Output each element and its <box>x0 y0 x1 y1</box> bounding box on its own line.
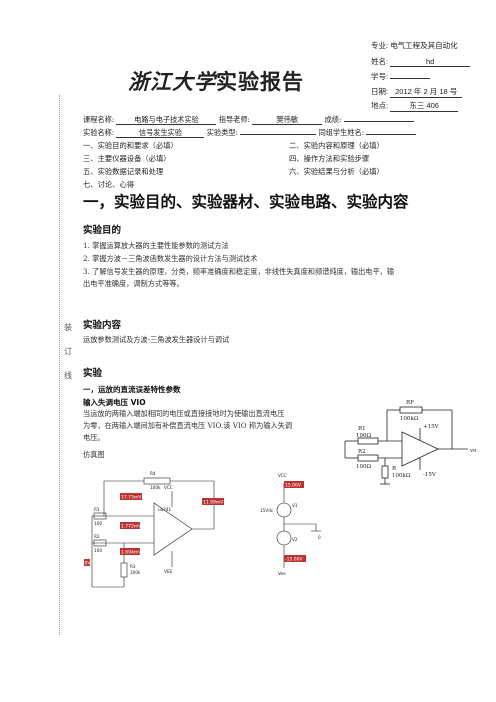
label-ua741: ua741 <box>158 507 172 512</box>
exp-name-label: 实验名称: <box>83 128 115 137</box>
sim-circuit-drawing: 17.73mV 1.772mV 1.694mV 11.99mV 15.00V -… <box>84 471 321 588</box>
r-value: 100kΩ <box>392 473 411 479</box>
purpose-item-3: 3. 了解信号发生器的原理，分类，频率准确度和稳定度，非线性失真度和频谱纯度，输… <box>83 267 395 276</box>
rf-label: RF <box>406 400 414 406</box>
vo-label: vo <box>469 448 477 454</box>
label-r4-val: 100k <box>150 485 161 490</box>
binding-char-ding: 订 <box>64 347 72 356</box>
label-r4: R4 <box>150 471 156 476</box>
rf-value: 100kΩ <box>400 416 419 422</box>
param-desc-2: 为零，在两输入端间加有补偿直流电压 VIO.该 VIO 称为输入失调 <box>83 421 293 430</box>
req-6: 六、实验结果与分析（必填） <box>289 167 384 176</box>
purpose-item-3-cont: 出电平准确度，调制方式等等。 <box>83 279 184 288</box>
section1-title: 一，实验目的、实验器材、实验电路、实验内容 <box>83 193 409 211</box>
purpose-item-1: 1. 掌握运算放大器的主要性能参数的测试方法 <box>83 241 229 250</box>
major-value: 电气工程及其自动化 <box>390 41 458 50</box>
label-vcc-2: VCC <box>278 473 287 478</box>
r2-value: 100Ω <box>356 464 371 470</box>
id-label: 学号: <box>371 72 389 81</box>
label-15vdc: 15Vdc <box>260 508 274 513</box>
r2-label: R2 <box>358 449 366 455</box>
param-desc-3: 电压。 <box>83 433 105 442</box>
partner-value <box>366 134 417 135</box>
exp-type-value <box>240 134 317 135</box>
partner-label: 同组学生姓名: <box>318 128 365 137</box>
score-value <box>343 121 414 122</box>
place-row: 地点: 东三 406 <box>371 100 459 112</box>
reading-4: 11.99mV <box>203 500 224 506</box>
req-7: 七、讨论、心得 <box>83 180 135 189</box>
name-label: 姓名: <box>371 57 389 66</box>
content-text: 运放参数测试及方波-三角波发生器设计与调试 <box>83 335 230 344</box>
id-value <box>390 78 431 79</box>
name-row: 姓名: hd <box>371 56 471 67</box>
label-v1: V1 <box>292 503 298 508</box>
exp-name-value: 信号发生实验 <box>116 128 205 138</box>
date-row: 日期: 2012 年 2 月 18 号 <box>371 86 463 98</box>
purpose-title: 实验目的 <box>83 225 122 236</box>
place-label: 地点: <box>371 101 389 110</box>
major-row: 专业: 电气工程及其自动化 <box>371 40 458 51</box>
label-ground: 0 <box>318 535 321 540</box>
label-r3-val: 100k <box>130 570 141 575</box>
label-r3: R3 <box>130 564 136 569</box>
opamp-schematic: RF 100kΩ R1 100Ω R2 100Ω R 100kΩ +15V -1… <box>344 400 477 485</box>
label-r1: R1 <box>94 507 100 512</box>
req-1: 一、实验目的和要求（必填） <box>83 141 178 150</box>
binding-char-zhuang: 装 <box>64 323 72 332</box>
major-label: 专业: <box>371 41 389 50</box>
date-value: 2012 年 2 月 18 号 <box>390 86 463 98</box>
exp-type-label: 实验类型: <box>206 128 238 137</box>
teacher-label: 指导老师: <box>218 115 250 124</box>
reading-6: -15.00V <box>285 557 304 563</box>
vplus-label: +15V <box>423 424 440 430</box>
param-desc-1: 当运放的两输入端加相同的电压或直接接地时为使输出直流电压 <box>83 409 285 418</box>
experiment-title: 实验 <box>83 368 103 379</box>
req-4: 四、操作方法和实验步骤 <box>289 154 370 163</box>
binding-char-xian: 线 <box>64 371 72 380</box>
label-r2-val: 100 <box>94 548 102 553</box>
label-vee: VEE <box>164 569 173 574</box>
r-label: R <box>392 466 397 472</box>
experiment-subtitle: 一，运放的直流误差特性参数 <box>83 385 181 394</box>
r1-label: R1 <box>358 426 366 432</box>
experiment-row: 实验名称: 信号发生实验 实验类型: 同组学生姓名: <box>83 128 417 138</box>
r1-value: 100Ω <box>356 433 371 439</box>
binding-line <box>59 95 60 635</box>
label-vee-2: Vee <box>278 571 286 576</box>
req-3: 三、主要仪器设备（必填） <box>83 154 171 163</box>
score-label: 成绩: <box>324 115 342 124</box>
teacher-value: 樊伟敏 <box>252 115 323 125</box>
reading-2: 1.772mV <box>121 524 142 530</box>
reading-3: 1.694mV <box>121 550 142 556</box>
label-vcc: VCC <box>164 485 173 490</box>
purpose-item-2: 2. 掌握方波－三角波函数发生器的设计方法与测试技术 <box>83 254 258 263</box>
req-2: 二、实验内容和原理（必填） <box>289 141 384 150</box>
sim-circuit: 17.73mV 1.772mV 1.694mV 11.99mV 15.00V -… <box>84 463 324 593</box>
course-label: 课程名称: <box>83 115 115 124</box>
req-5: 五、实验数据记录和处理 <box>83 167 164 176</box>
vminus-label: -15V <box>423 472 437 478</box>
reading-1: 17.73mV <box>121 495 142 501</box>
name-value: hd <box>390 57 471 67</box>
label-v2: V2 <box>292 537 298 542</box>
date-label: 日期: <box>371 87 389 96</box>
reading-7: 0V <box>85 561 92 567</box>
logo-text: 实验报告 <box>216 69 304 94</box>
param-title: 输入失调电压 VIO <box>83 398 146 407</box>
reading-5: 15.00V <box>285 483 302 489</box>
label-r1-val: 100 <box>94 521 102 526</box>
course-value: 电路与电子技术实验 <box>116 115 217 125</box>
report-logo: 浙江大学实验报告 <box>128 66 304 96</box>
id-row: 学号: <box>371 71 431 82</box>
sim-label: 仿真图 <box>83 450 105 459</box>
label-r2: R2 <box>94 534 100 539</box>
place-value: 东三 406 <box>390 100 459 112</box>
content-title: 实验内容 <box>83 320 122 331</box>
logo-calligraphy: 浙江大学 <box>128 69 216 94</box>
course-row: 课程名称: 电路与电子技术实验 指导老师: 樊伟敏 成绩: <box>83 115 414 125</box>
